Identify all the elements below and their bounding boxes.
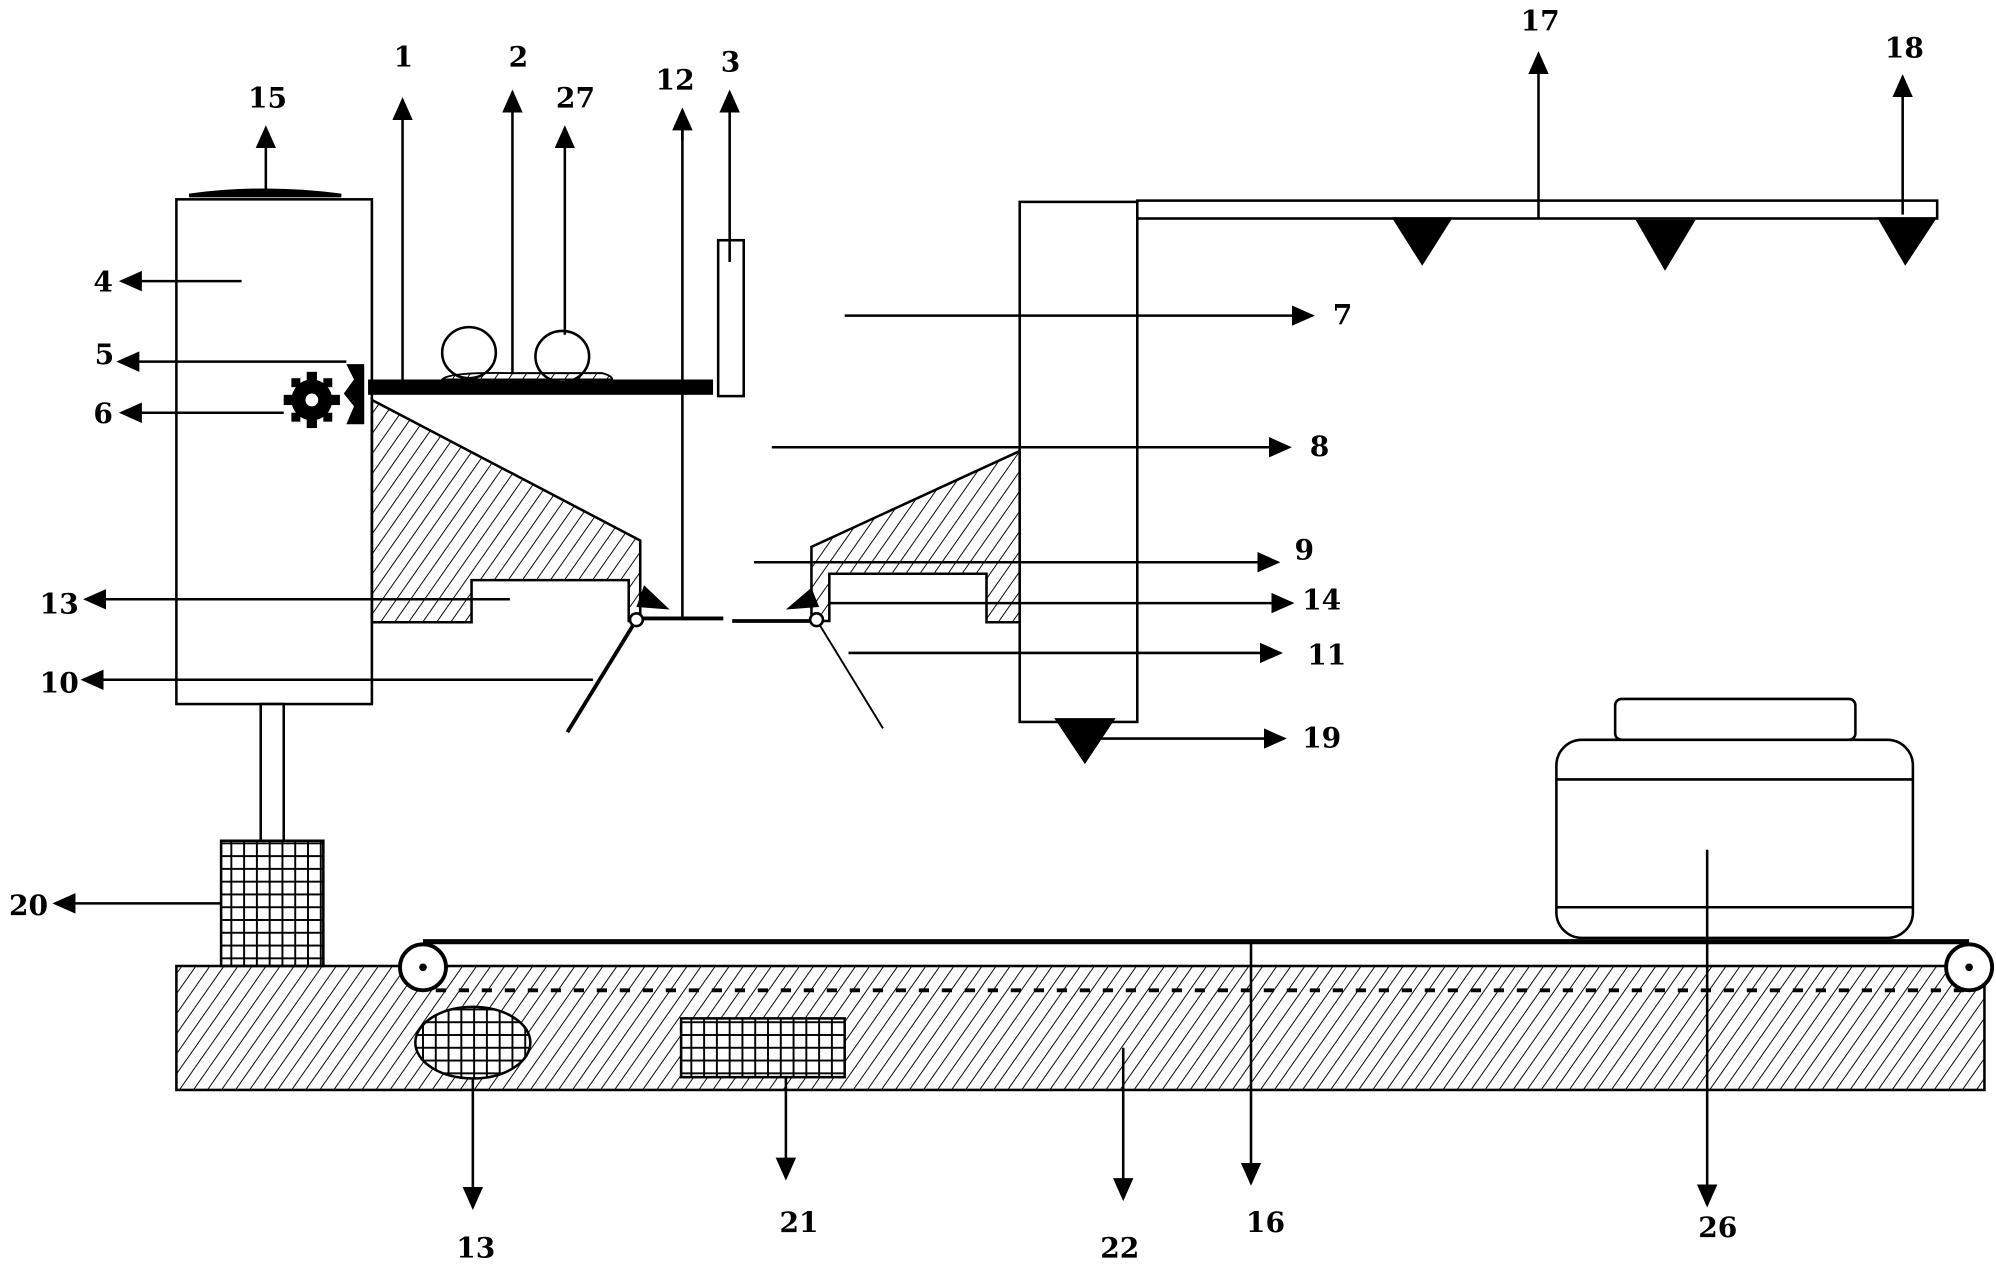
label-16: 16 [1246,1206,1285,1239]
gear-icon [283,371,340,429]
label-20: 20 [9,889,48,922]
label-8: 8 [1310,430,1330,463]
hopper-left [370,397,642,624]
component-13 [414,1005,532,1080]
sensor-3 [716,238,745,398]
rack-5 [343,364,365,425]
label-18: 18 [1885,32,1924,65]
label-1: 1 [394,40,414,73]
label-4: 4 [93,265,113,298]
label-10: 10 [40,667,79,700]
label-13-top: 13 [40,587,79,620]
component-21 [679,1017,846,1079]
label-7: 7 [1333,299,1353,332]
flap-10 [565,625,635,734]
label-26: 26 [1698,1211,1737,1244]
cap-15 [188,188,342,198]
label-17: 17 [1521,5,1560,38]
label-14: 14 [1302,584,1341,617]
label-21: 21 [780,1206,819,1239]
column-housing [175,198,374,706]
egg-27 [534,329,591,384]
label-6: 6 [93,397,113,430]
tray-2 [440,371,614,381]
plate-1 [368,379,714,395]
label-15: 15 [248,81,287,114]
label-13-bottom: 13 [456,1231,495,1264]
support-rod [259,702,286,843]
label-2: 2 [509,40,529,73]
label-5: 5 [95,338,115,371]
label-11: 11 [1307,638,1346,671]
label-3: 3 [721,46,741,79]
label-19: 19 [1302,722,1341,755]
label-22: 22 [1100,1231,1139,1264]
container-lid [1613,697,1857,742]
hopper-right [810,449,1021,624]
egg [440,325,498,380]
label-27: 27 [556,81,595,114]
label-12: 12 [656,63,695,96]
container-26 [1555,738,1915,940]
flap-11 [819,625,884,729]
label-9: 9 [1294,534,1314,567]
tower-7 [1018,200,1139,724]
motor-block-20 [219,839,325,968]
